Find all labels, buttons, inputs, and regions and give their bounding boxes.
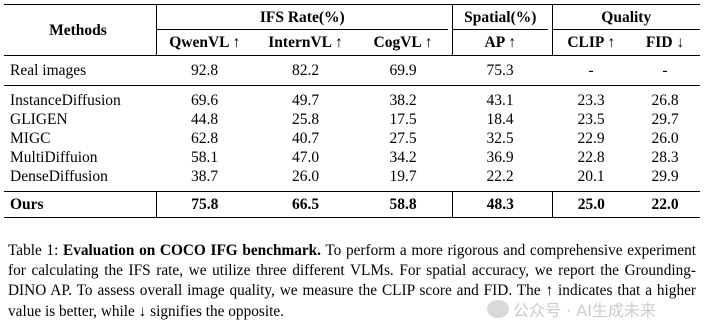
method-name: DenseDiffusion <box>10 168 108 185</box>
results-table: Methods IFS Rate(%) Spatial(%) Quality Q… <box>4 4 700 218</box>
table-row: DenseDiffusion 38.7 26.0 19.7 22.2 20.1 … <box>4 167 700 186</box>
column-divider <box>448 5 453 56</box>
cell-value: 28.3 <box>651 149 679 166</box>
subheader-ap: AP ↑ <box>484 34 516 51</box>
ifs-rate-header: IFS Rate(%) <box>156 5 448 30</box>
subheader-internvl: InternVL ↑ <box>268 34 343 51</box>
top-rule <box>4 4 700 5</box>
cell-value: 82.2 <box>291 62 320 79</box>
method-name: MIGC <box>10 130 51 147</box>
cell-value: 25.8 <box>291 111 320 128</box>
cell-value: 23.5 <box>577 111 605 128</box>
cell-value: 66.5 <box>291 195 320 213</box>
cell-value: 49.7 <box>291 92 320 109</box>
caption-title: Evaluation on COCO IFG benchmark. <box>63 242 321 259</box>
cell-value: 48.3 <box>486 195 514 213</box>
cell-value: 25.0 <box>577 195 605 213</box>
cell-value: 75.8 <box>191 195 219 213</box>
cell-value: 17.5 <box>389 111 417 128</box>
table-row: MultiDiffuion 58.1 47.0 34.2 36.9 22.8 2… <box>4 148 700 167</box>
subheader-cogvl: CogVL ↑ <box>373 34 433 51</box>
table-caption: Table 1: Evaluation on COCO IFG benchmar… <box>8 241 696 322</box>
header-sub-row: QwenVL ↑ InternVL ↑ CogVL ↑ AP ↑ CLIP ↑ … <box>4 30 700 56</box>
subheader-clip: CLIP ↑ <box>567 34 616 51</box>
cell-value: - <box>662 62 668 79</box>
section-rule <box>4 85 700 86</box>
header-group-row: Methods IFS Rate(%) Spatial(%) Quality <box>4 5 700 56</box>
cell-value: 38.7 <box>190 168 219 185</box>
cell-value: 27.5 <box>389 130 417 147</box>
caption-label: Table 1: <box>8 242 64 259</box>
cell-value: 29.7 <box>651 111 679 128</box>
cell-value: 20.1 <box>577 168 605 185</box>
cell-value: 47.0 <box>291 149 320 166</box>
cell-value: 92.8 <box>190 62 219 79</box>
cell-value: 18.4 <box>486 111 514 128</box>
column-divider <box>548 5 553 56</box>
cell-value: 43.1 <box>486 92 514 109</box>
subheader-fid: FID ↓ <box>645 34 685 51</box>
method-name: Real images <box>10 62 87 79</box>
quality-header: Quality <box>552 5 700 30</box>
table-row-ours: Ours 75.8 66.5 58.8 48.3 25.0 22.0 <box>4 192 700 217</box>
cell-value: 26.8 <box>651 92 679 109</box>
cell-value: 22.8 <box>577 149 605 166</box>
cell-value: 38.2 <box>389 92 417 109</box>
table-row: GLIGEN 44.8 25.8 17.5 18.4 23.5 29.7 <box>4 110 700 129</box>
cell-value: 32.5 <box>486 130 514 147</box>
table-row: InstanceDiffusion 69.6 49.7 38.2 43.1 23… <box>4 91 700 110</box>
cell-value: 58.8 <box>389 195 417 213</box>
cell-value: 69.6 <box>190 92 219 109</box>
results-table-container: Methods IFS Rate(%) Spatial(%) Quality Q… <box>4 4 700 218</box>
column-divider <box>152 5 157 56</box>
cell-value: 36.9 <box>486 149 514 166</box>
cell-value: 58.1 <box>190 149 219 166</box>
header-rule <box>4 55 700 56</box>
subheader-qwenvl: QwenVL ↑ <box>169 34 241 51</box>
methods-header: Methods <box>49 21 107 39</box>
cell-value: 44.8 <box>190 111 219 128</box>
method-name: GLIGEN <box>10 111 68 128</box>
cell-value: 23.3 <box>577 92 605 109</box>
cell-value: 34.2 <box>389 149 417 166</box>
cell-value: 22.2 <box>486 168 514 185</box>
cell-value: 62.8 <box>190 130 219 147</box>
cell-value: 19.7 <box>389 168 417 185</box>
spatial-header: Spatial(%) <box>452 5 548 30</box>
table-row-real-images: Real images 92.8 82.2 69.9 75.3 - - <box>4 61 700 80</box>
method-name: InstanceDiffusion <box>10 92 121 109</box>
section-rule <box>4 191 700 192</box>
method-name: MultiDiffuion <box>10 149 98 166</box>
table-row: MIGC 62.8 40.7 27.5 32.5 22.9 26.0 <box>4 129 700 148</box>
cell-value: 40.7 <box>291 130 320 147</box>
cell-value: 26.0 <box>651 130 679 147</box>
bottom-rule <box>4 216 700 218</box>
cell-value: 29.9 <box>651 168 679 185</box>
cell-value: 69.9 <box>389 62 417 79</box>
cell-value: - <box>588 62 594 79</box>
cell-value: 22.9 <box>577 130 605 147</box>
method-name: Ours <box>10 195 44 213</box>
caption-text: To perform a more rigorous and comprehen… <box>8 242 696 320</box>
cell-value: 75.3 <box>486 62 514 79</box>
cell-value: 26.0 <box>291 168 320 185</box>
cell-value: 22.0 <box>651 195 679 213</box>
